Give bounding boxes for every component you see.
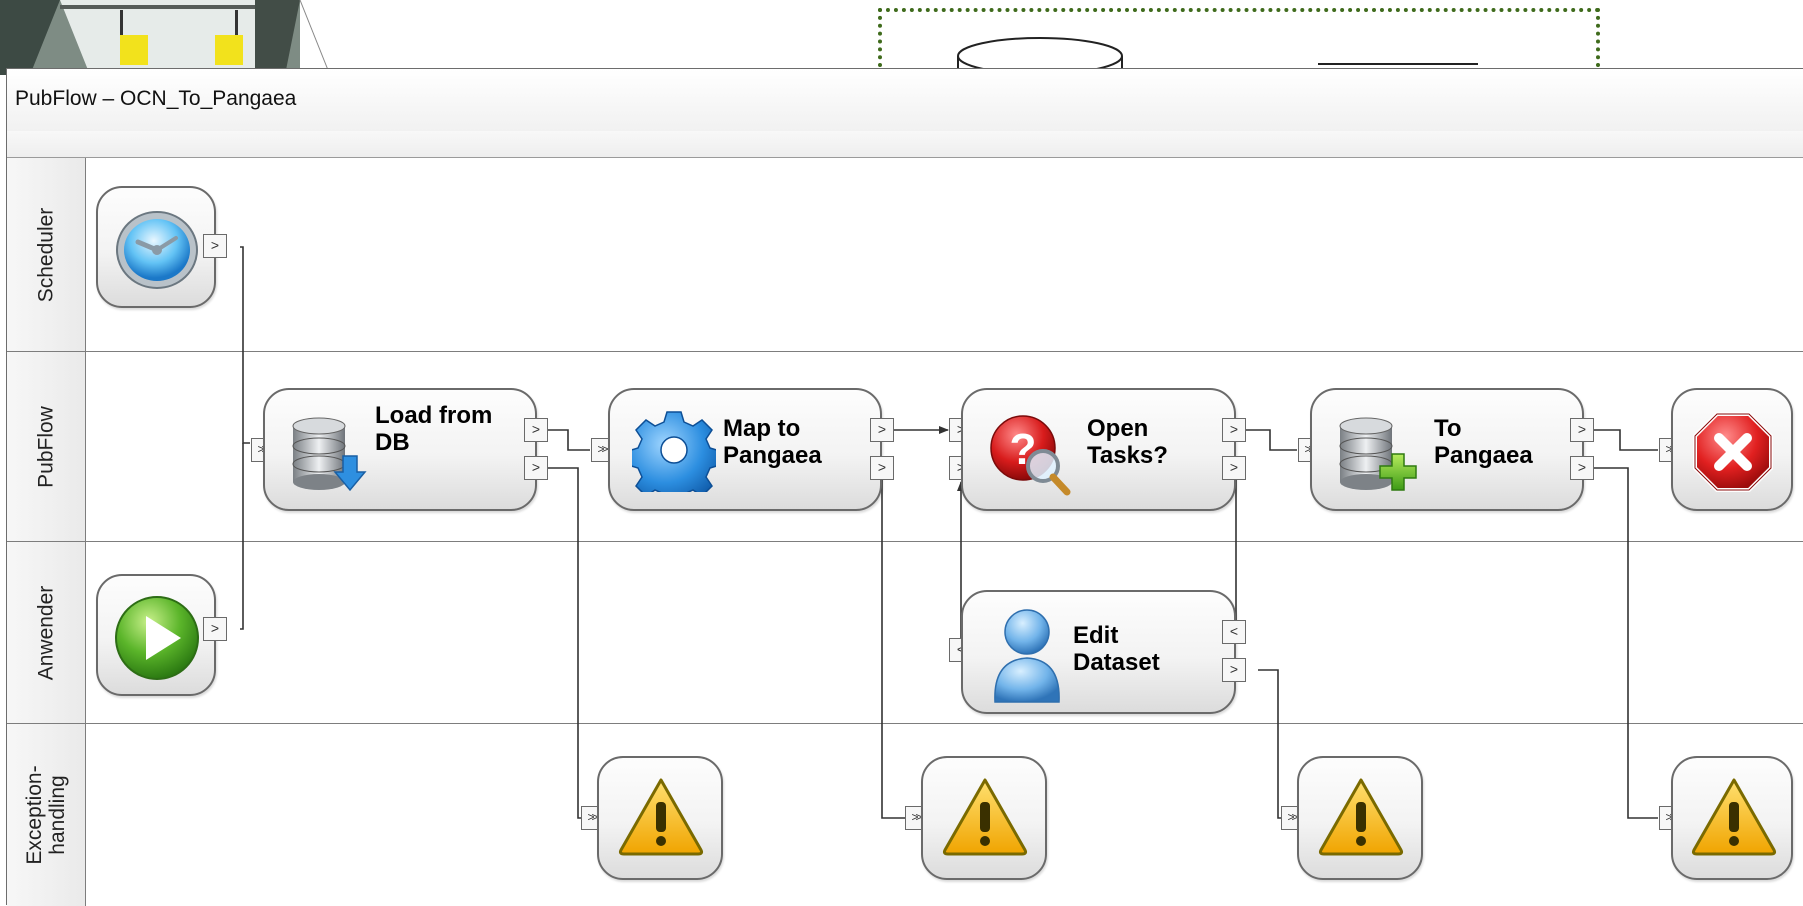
background-photo xyxy=(0,0,380,75)
warning-icon xyxy=(1318,778,1404,856)
node-label: Map to Pangaea xyxy=(723,415,822,469)
lane-anwender: Anwender xyxy=(7,542,1803,724)
lane-exception-handling: Exception- handling xyxy=(7,724,1803,906)
lane-scheduler: Scheduler xyxy=(7,158,1803,352)
warning-icon xyxy=(1691,778,1777,856)
database-add-icon xyxy=(1339,417,1417,491)
load-from-db-task[interactable]: Load from DB xyxy=(263,388,537,511)
open-yes-port[interactable]: > xyxy=(1222,418,1246,442)
user-icon xyxy=(994,609,1060,703)
warning-icon xyxy=(942,778,1028,856)
connector xyxy=(1594,467,1658,819)
pangaea-error-port[interactable]: > xyxy=(1570,456,1594,480)
connector xyxy=(1594,429,1658,451)
node-label: Load from DB xyxy=(375,402,493,456)
map-error-port[interactable]: > xyxy=(870,456,894,480)
pangaea-out-port[interactable]: > xyxy=(1570,418,1594,442)
stop-error-icon xyxy=(1693,412,1773,492)
node-label: To Pangaea xyxy=(1434,415,1533,469)
lane-pubflow: PubFlow xyxy=(7,352,1803,542)
connector xyxy=(1246,429,1297,451)
diagram-title: PubFlow – OCN_To_Pangaea xyxy=(15,87,297,110)
header-strip xyxy=(7,131,1803,158)
end-event[interactable] xyxy=(1671,388,1793,511)
connector xyxy=(548,467,590,819)
exception-event-4[interactable] xyxy=(1671,756,1793,880)
open-no-port[interactable]: > xyxy=(1222,456,1246,480)
connector xyxy=(548,429,590,451)
connector xyxy=(1258,669,1284,819)
connector xyxy=(1232,467,1246,631)
edit-dataset-task[interactable]: Edit Dataset xyxy=(961,590,1236,714)
exception-event-1[interactable] xyxy=(597,756,723,880)
question-search-icon: ? xyxy=(990,415,1071,496)
database-download-icon xyxy=(292,417,367,492)
load-error-port[interactable]: > xyxy=(524,456,548,480)
user-start-out-port[interactable]: > xyxy=(203,617,227,641)
connector xyxy=(240,443,244,630)
edit-in-port[interactable]: < xyxy=(1222,620,1246,644)
gear-icon xyxy=(632,411,716,492)
load-out-port[interactable]: > xyxy=(524,418,548,442)
connector xyxy=(240,246,250,444)
lane-header: Scheduler xyxy=(7,158,86,351)
to-pangaea-task[interactable]: To Pangaea xyxy=(1310,388,1584,511)
exception-event-3[interactable] xyxy=(1297,756,1423,880)
connector xyxy=(881,467,915,819)
map-out-port[interactable]: > xyxy=(870,418,894,442)
open-tasks-gateway[interactable]: ? Open Tasks? xyxy=(961,388,1236,511)
exception-event-2[interactable] xyxy=(921,756,1047,880)
warning-icon xyxy=(618,778,704,856)
play-icon xyxy=(115,596,199,680)
node-label: Edit Dataset xyxy=(1073,622,1160,676)
scheduler-start-event[interactable] xyxy=(96,186,216,308)
lane-header: Anwender xyxy=(7,542,86,723)
user-start-event[interactable] xyxy=(96,574,216,696)
node-label: Open Tasks? xyxy=(1087,415,1168,469)
lane-header: Exception- handling xyxy=(7,724,86,906)
title-bar: PubFlow – OCN_To_Pangaea xyxy=(7,69,1803,132)
map-to-pangaea-task[interactable]: Map to Pangaea xyxy=(608,388,882,511)
lane-header: PubFlow xyxy=(7,352,86,541)
edit-out-port[interactable]: > xyxy=(1222,658,1246,682)
clock-icon xyxy=(116,211,198,289)
scheduler-out-port[interactable]: > xyxy=(203,234,227,258)
